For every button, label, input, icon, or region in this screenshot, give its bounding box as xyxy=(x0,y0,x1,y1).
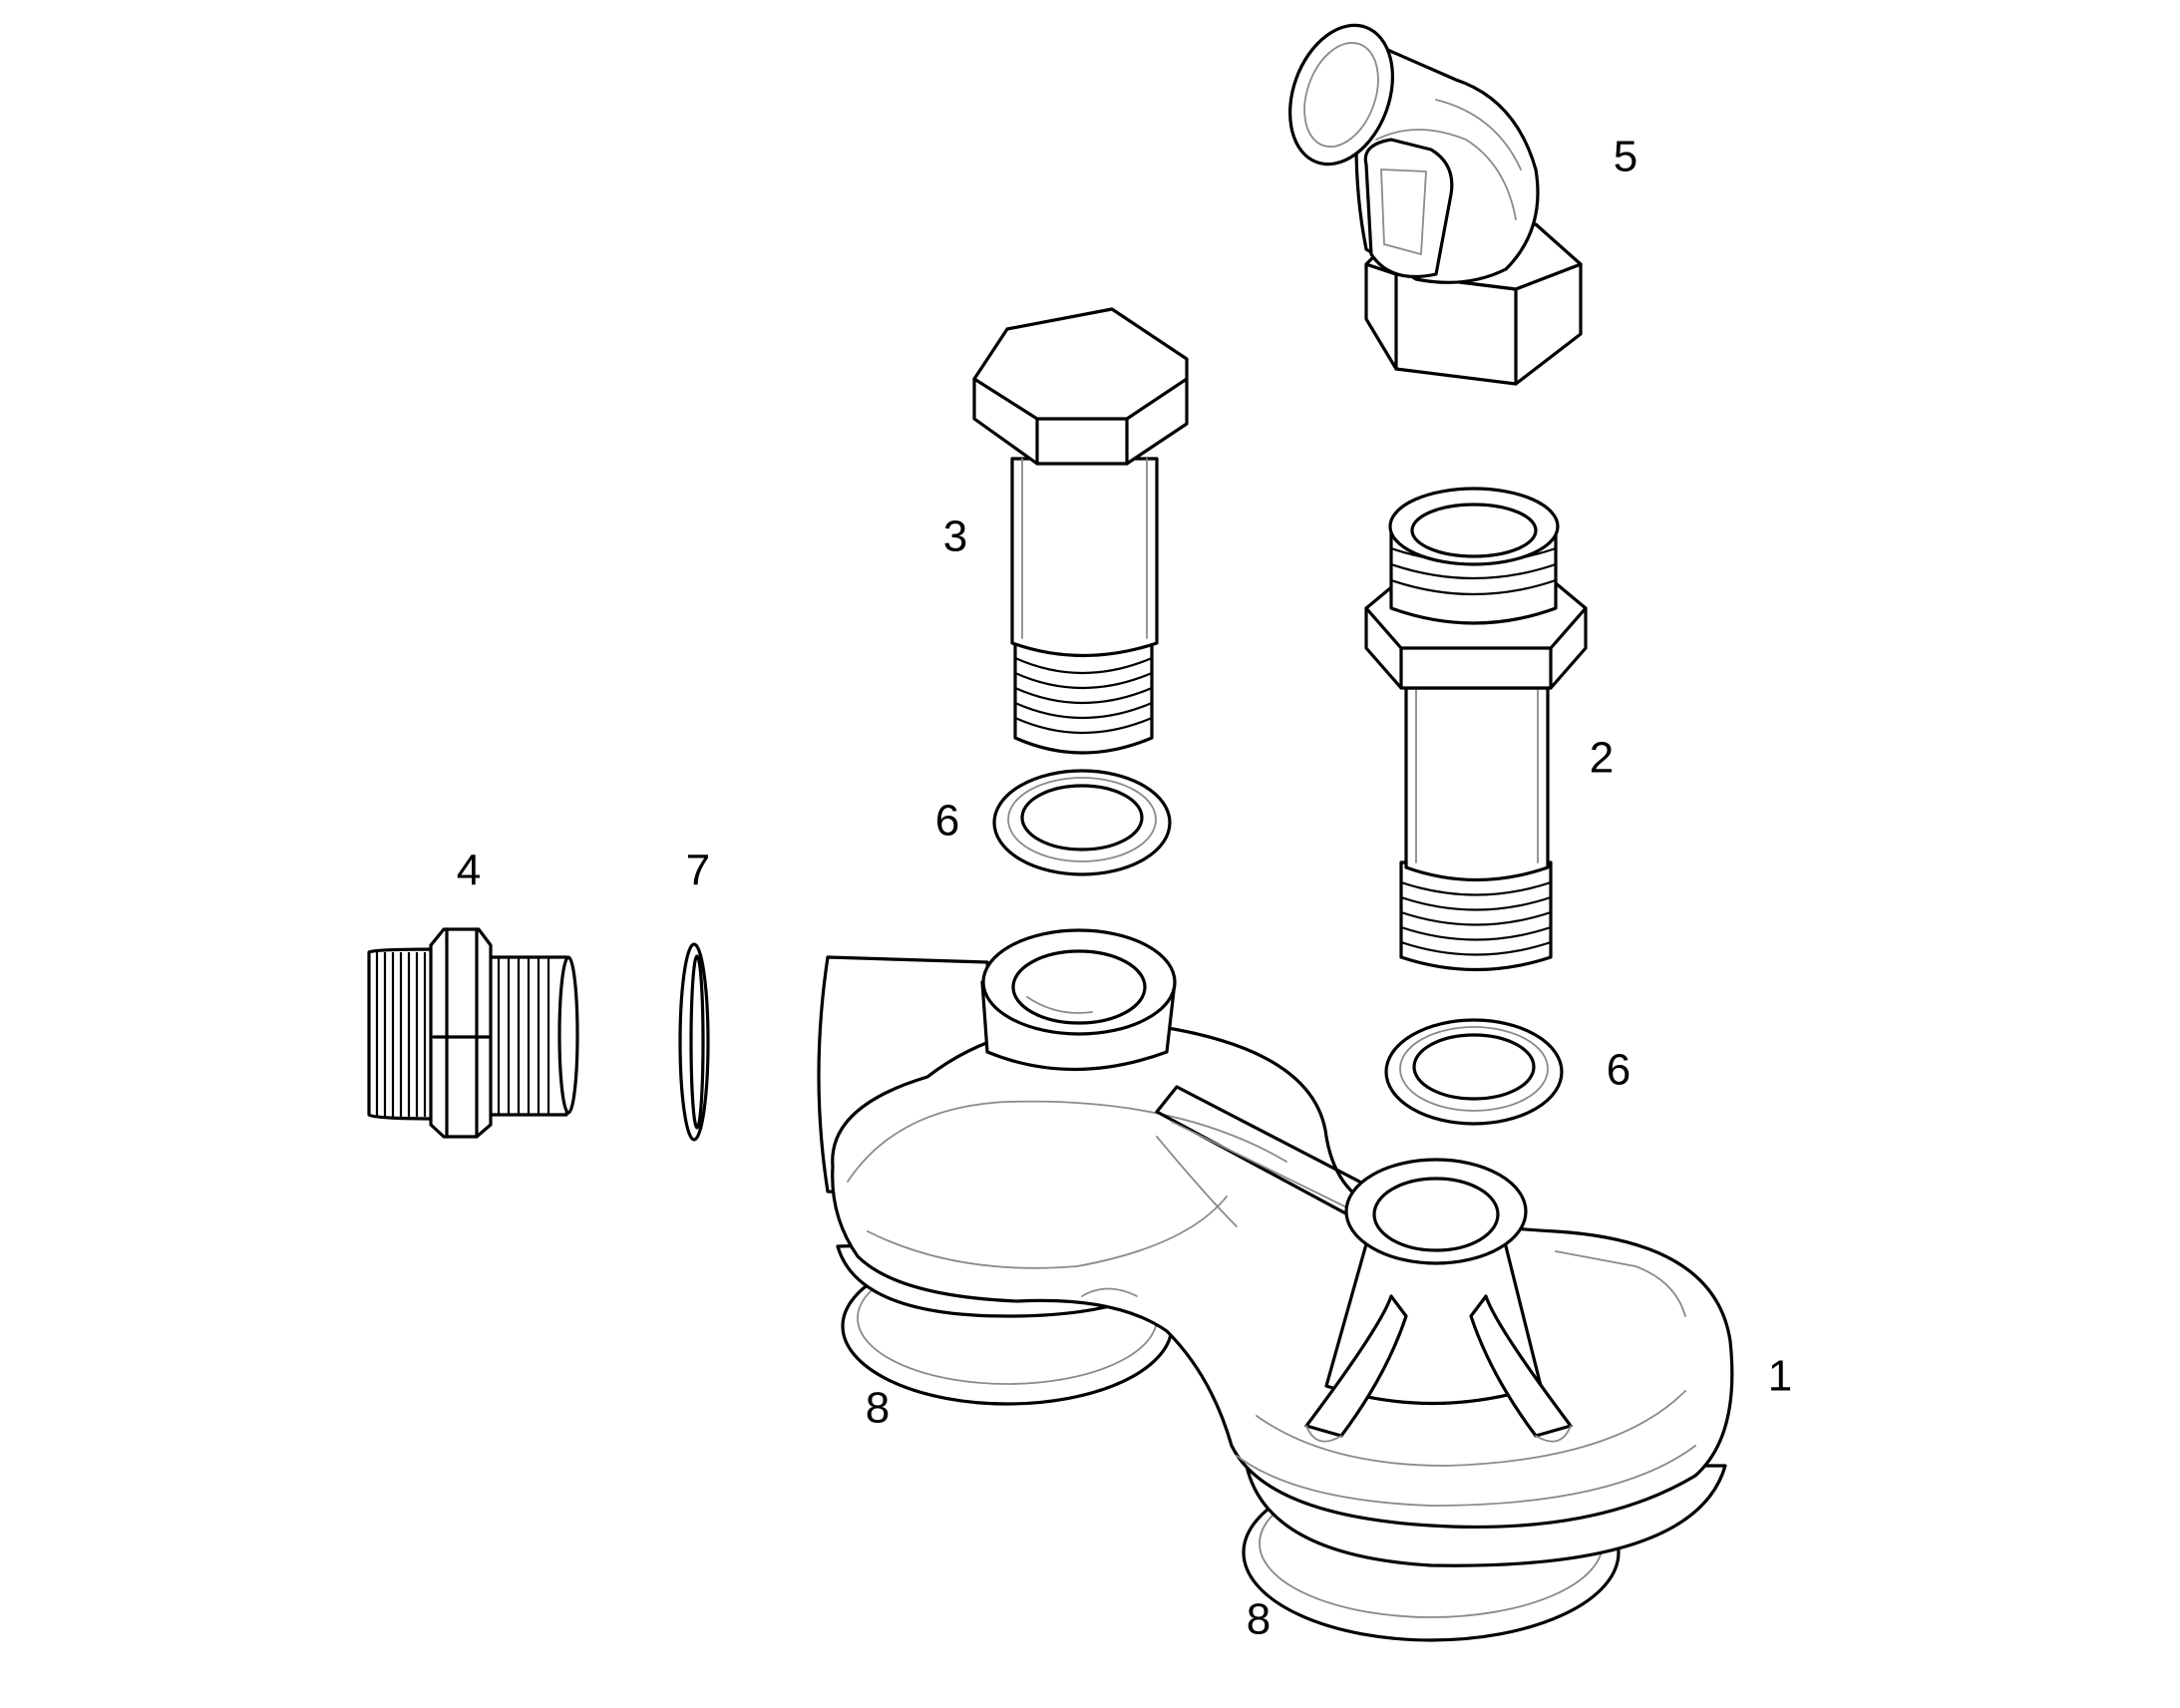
callouts: 1 2 3 4 5 6 6 7 8 8 xyxy=(457,133,1792,1644)
valve-body-1 xyxy=(817,928,1734,1567)
callout-5: 5 xyxy=(1614,133,1637,181)
threaded-adapter-2 xyxy=(1364,487,1588,972)
hex-bolt-3 xyxy=(972,307,1189,755)
gasket-6-right xyxy=(1384,1018,1564,1126)
callout-2: 2 xyxy=(1590,734,1614,783)
callout-8-lower: 8 xyxy=(1247,1595,1271,1644)
callout-4: 4 xyxy=(457,847,481,895)
callout-3: 3 xyxy=(943,512,967,561)
washer-7 xyxy=(678,942,710,1142)
gasket-6-left xyxy=(992,769,1172,876)
callout-1: 1 xyxy=(1768,1352,1792,1401)
callout-7: 7 xyxy=(686,847,710,895)
callout-6-left: 6 xyxy=(935,797,959,846)
callout-8-upper: 8 xyxy=(866,1384,890,1433)
callout-6-right: 6 xyxy=(1607,1046,1631,1095)
hex-nipple-4 xyxy=(367,927,579,1139)
thread-lines xyxy=(375,952,550,1117)
elbow-union-5 xyxy=(1288,23,1583,386)
